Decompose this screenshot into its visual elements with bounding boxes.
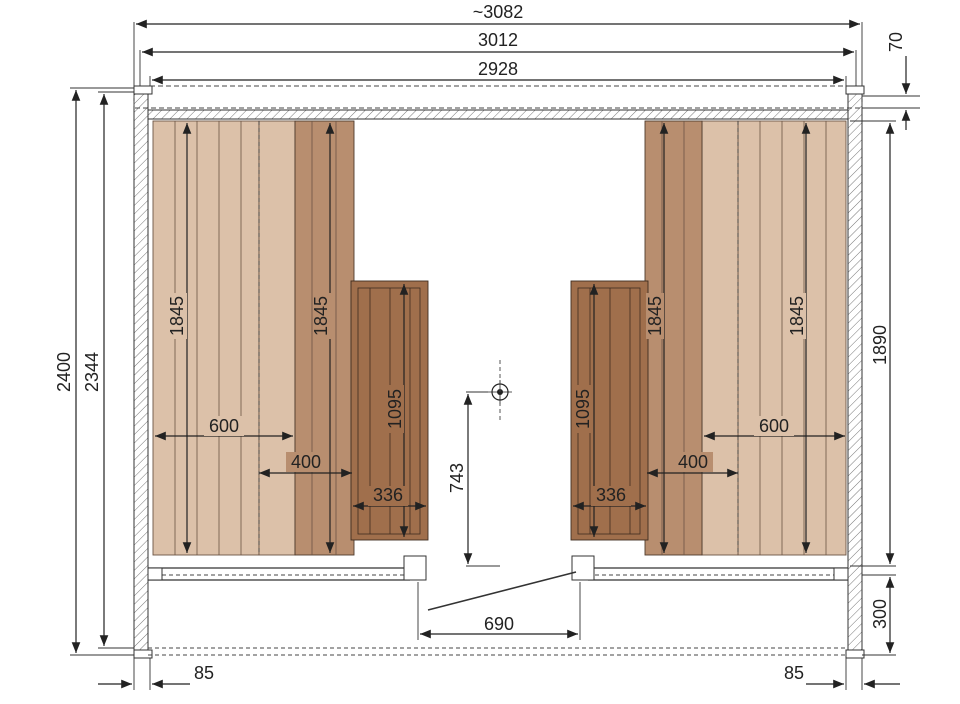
right-height-label: 1890 xyxy=(870,325,890,365)
dimensions-right: 70 1890 300 xyxy=(850,32,920,656)
door-leaf xyxy=(427,571,577,611)
dimensions-left-benches: 1845 1845 1095 600 400 336 xyxy=(155,123,426,553)
front-post-left xyxy=(147,567,163,581)
left-step-depth-label: 400 xyxy=(291,452,321,472)
dimensions-top: ~3082 3012 2928 xyxy=(133,2,863,86)
left-upper-height-label: 1845 xyxy=(167,296,187,336)
dimensions-bottom: 85 85 690 xyxy=(98,582,900,690)
right-backrest-height-label: 1095 xyxy=(573,389,593,429)
right-upper-height-label: 1845 xyxy=(787,296,807,336)
left-benches xyxy=(152,120,429,556)
dimensions-right-benches: 1845 1845 1095 600 400 336 xyxy=(573,123,845,553)
left-wall xyxy=(133,87,149,657)
left-upper-bench-front xyxy=(258,120,296,556)
right-wall xyxy=(847,87,863,657)
heater-center-mark xyxy=(488,360,512,420)
door-width-label: 690 xyxy=(484,614,514,634)
right-upper-bench-front xyxy=(701,120,739,556)
wall-height-label: 2344 xyxy=(82,352,102,392)
right-benches xyxy=(570,120,847,556)
floor-height-label: 300 xyxy=(870,599,890,629)
right-backrest-width-label: 336 xyxy=(596,485,626,505)
corner-post-bl xyxy=(133,649,153,659)
roof-outline xyxy=(133,85,863,109)
left-upper-bench xyxy=(152,120,260,556)
left-wall-thickness-label: 85 xyxy=(194,663,214,683)
left-backrest-width-label: 336 xyxy=(373,485,403,505)
right-lower-height-label: 1845 xyxy=(645,296,665,336)
walls xyxy=(133,85,865,659)
overall-height-label: 2400 xyxy=(54,352,74,392)
front-post-right xyxy=(833,567,849,581)
left-lower-height-label: 1845 xyxy=(311,296,331,336)
corner-post-tl xyxy=(133,85,153,95)
dimensions-left: 2400 2344 xyxy=(54,87,134,656)
door-jamb-left xyxy=(403,555,427,581)
left-backrest-height-label: 1095 xyxy=(385,389,405,429)
outer-width-label: 3012 xyxy=(478,30,518,50)
back-wall xyxy=(147,109,849,120)
corner-post-tr xyxy=(845,85,865,95)
right-bench-depth-label: 600 xyxy=(759,416,789,436)
dimension-heater: 743 xyxy=(447,391,500,567)
roof-thickness-label: 70 xyxy=(886,32,906,52)
overall-width-label: ~3082 xyxy=(473,2,524,22)
left-bench-depth-label: 600 xyxy=(209,416,239,436)
right-wall-thickness-label: 85 xyxy=(784,663,804,683)
right-step-depth-label: 400 xyxy=(678,452,708,472)
inner-width-label: 2928 xyxy=(478,59,518,79)
door-jamb-right xyxy=(571,555,595,581)
corner-post-br xyxy=(845,649,865,659)
heater-height-label: 743 xyxy=(447,463,467,493)
